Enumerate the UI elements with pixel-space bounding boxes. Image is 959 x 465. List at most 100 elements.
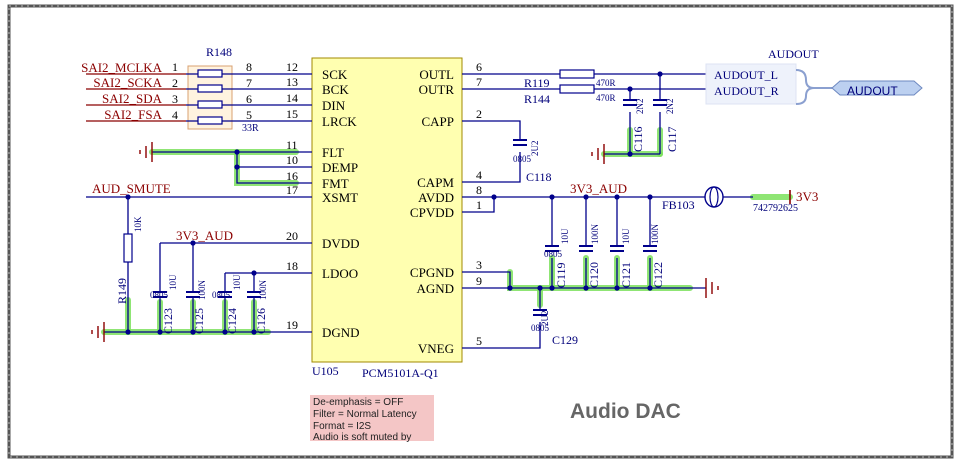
smute-wire	[86, 194, 296, 332]
capacitor-c129[interactable]	[533, 309, 547, 316]
c123-value: 10U	[168, 274, 178, 290]
net-label-smute: AUD_SMUTE	[92, 181, 171, 196]
c123-designator: C123	[161, 308, 175, 334]
capp-capm-wires	[478, 120, 521, 183]
capacitor-c123[interactable]	[153, 291, 167, 332]
resistor-network-r148[interactable]	[186, 65, 234, 130]
ic-pin-num: 14	[286, 91, 298, 105]
sai-net-wires	[86, 73, 296, 122]
bus-label-audout: AUDOUT	[768, 47, 819, 61]
c120-designator: C120	[587, 262, 601, 288]
c121-value: 10U	[621, 228, 631, 244]
resistor-r144[interactable]	[559, 84, 595, 94]
capacitor-c121[interactable]	[610, 245, 624, 252]
note-line: Filter = Normal Latency	[313, 409, 417, 420]
fb103-designator: FB103	[662, 198, 695, 212]
ic-pin-num: 7	[476, 75, 482, 89]
ic-pin-name: AGND	[416, 281, 454, 296]
note-line: Audio is soft muted by	[313, 432, 411, 443]
ground-symbol	[139, 142, 153, 162]
rn-designator: R148	[206, 45, 232, 59]
c129-value: 2U2	[540, 311, 550, 327]
ic-pin-num: 12	[286, 60, 298, 74]
ic-pin-num: 10	[286, 153, 298, 167]
note-line: De-emphasis = OFF	[313, 397, 403, 408]
c117-designator: C117	[665, 126, 679, 152]
c117-value: 2N2	[665, 99, 675, 115]
ic-pin-name: DVDD	[322, 236, 360, 251]
net-label-sai-sd: SAI2_SDA	[102, 91, 163, 106]
c123-pkg: 0805	[150, 290, 169, 300]
ic-pin-name: CPVDD	[410, 205, 454, 220]
c118-value: 2U2	[530, 141, 540, 157]
net-label-audout-l: AUDOUT_L	[714, 68, 778, 82]
c126-designator: C126	[254, 308, 268, 334]
ic-pin-name: FMT	[322, 176, 349, 191]
rn-pin-num: 7	[246, 76, 252, 90]
c116-designator: C116	[631, 126, 645, 152]
net-label-sai-fs: SAI2_FSA	[104, 107, 162, 122]
net-label-sai-sck: SAI2_SCKA	[93, 75, 162, 90]
c121-designator: C121	[619, 262, 633, 288]
capacitor-c122[interactable]	[643, 245, 657, 252]
resistor-r119[interactable]	[559, 69, 595, 79]
ic-pin-num: 19	[286, 318, 298, 332]
ic-pin-name: OUTR	[419, 82, 455, 97]
net-label-supply-right: 3V3_AUD	[570, 181, 627, 196]
r119-value: 470R	[596, 78, 616, 88]
capacitor-c125[interactable]	[186, 291, 200, 332]
r149-value: 10K	[133, 216, 143, 232]
ic-pin-num: 2	[476, 107, 482, 121]
ic-pin-name: CAPP	[421, 114, 454, 129]
ic-pin-name: XSMT	[322, 190, 358, 205]
ic-pin-num: 3	[476, 258, 482, 272]
ic-pin-name: SCK	[322, 67, 348, 82]
ic-pin-name: VNEG	[418, 341, 454, 356]
ic-pin-num: 15	[286, 107, 298, 121]
ic-pin-name: CAPM	[417, 175, 454, 190]
audout-port[interactable]	[831, 80, 923, 96]
ground-symbol	[591, 144, 605, 164]
r149-designator: R149	[115, 278, 129, 304]
audout-bus	[705, 63, 832, 105]
ferrite-fb103[interactable]	[704, 186, 724, 208]
c118-designator: C118	[526, 170, 552, 184]
ic-pin-num: 4	[476, 168, 482, 182]
c124-value: 10U	[232, 274, 242, 290]
c119-value: 10U	[560, 228, 570, 244]
resistor-r149[interactable]	[123, 233, 133, 263]
avdd-wires	[478, 194, 753, 288]
c129-designator: C129	[552, 333, 578, 347]
ic-body[interactable]	[311, 57, 463, 363]
c124-pkg: 0805	[212, 290, 231, 300]
ic-left-pin-stubs	[296, 73, 312, 333]
net-label-audout-r: AUDOUT_R	[714, 84, 779, 98]
c119-pkg: 0805	[544, 249, 563, 259]
ic-designator: U105	[312, 364, 339, 378]
rn-pin-num: 4	[172, 108, 178, 122]
capacitor-c119[interactable]	[545, 245, 559, 252]
c116-value: 2N2	[635, 99, 645, 115]
ic-pin-name: DIN	[322, 98, 346, 113]
capacitor-c117[interactable]	[653, 99, 667, 106]
output-wires	[478, 71, 706, 157]
r144-designator: R144	[524, 92, 550, 106]
capacitor-c118[interactable]	[513, 139, 527, 146]
notes-box	[310, 395, 434, 441]
rn-pin-num: 6	[246, 92, 252, 106]
ground-symbol	[705, 278, 719, 298]
c122-designator: C122	[651, 262, 665, 288]
rn-value: 33R	[242, 123, 259, 134]
capacitor-c124[interactable]	[218, 291, 232, 332]
ic-pin-num: 16	[286, 169, 298, 183]
c124-designator: C124	[225, 308, 239, 334]
capacitor-c126[interactable]	[247, 291, 261, 332]
capacitor-c120[interactable]	[579, 245, 593, 252]
ic-pin-num: 1	[476, 198, 482, 212]
ic-pin-num: 8	[476, 183, 482, 197]
c125-designator: C125	[192, 308, 206, 334]
port-label-audout: AUDOUT	[847, 84, 898, 98]
capacitor-c116[interactable]	[623, 99, 637, 106]
ic-pin-num: 13	[286, 75, 298, 89]
